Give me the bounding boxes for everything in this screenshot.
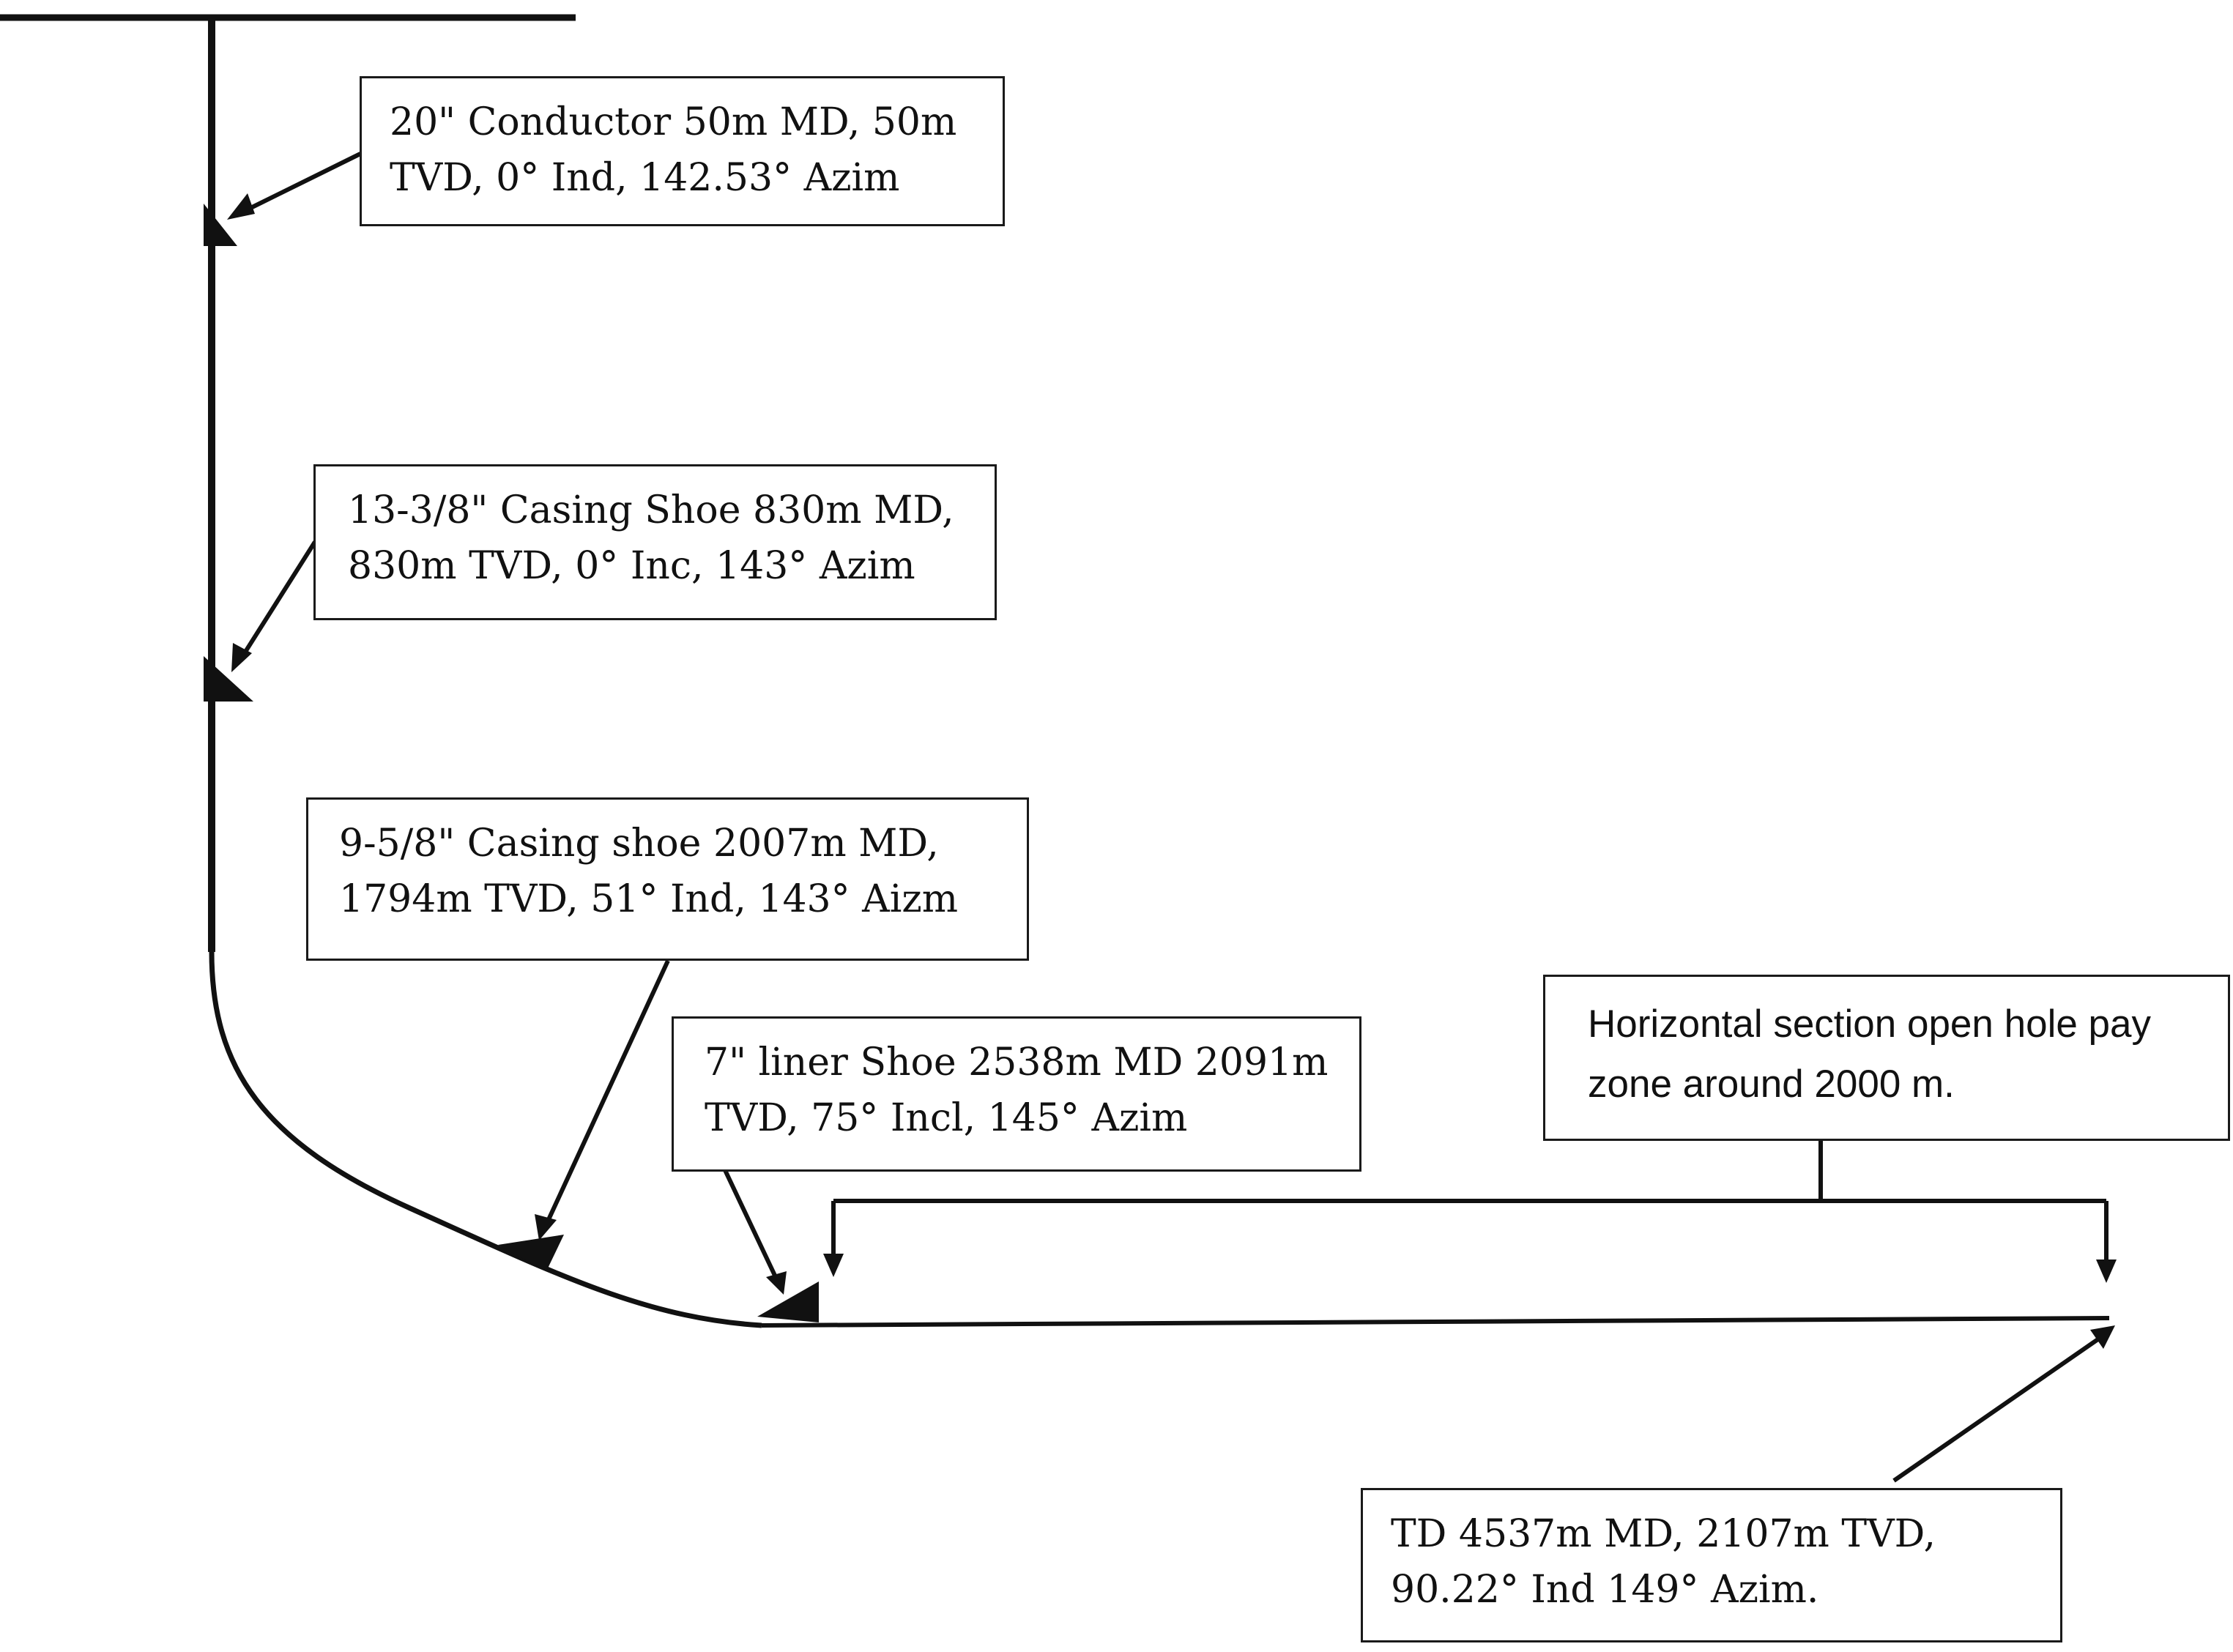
- liner-7-callout-line-2: TVD, 75° Incl, 145° Azim: [705, 1096, 1188, 1140]
- liner-7-callout: 7" liner Shoe 2538m MD 2091m TVD, 75° In…: [672, 1016, 1361, 1172]
- wellbore-horizontal-section: [761, 1316, 2110, 1328]
- liner-7-arrow-line: [723, 1169, 779, 1280]
- casing-13-3-8-callout-line-1: 13-3/8" Casing Shoe 830m MD,: [348, 488, 954, 532]
- casing-9-5-8-shoe-marker-icon: [498, 1235, 564, 1271]
- casing-13-3-8-arrow-line: [239, 540, 317, 659]
- conductor-arrow-line: [237, 152, 362, 216]
- conductor-shoe-marker-icon: [204, 204, 237, 246]
- horizontal-section-callout-line-2: zone around 2000 m.: [1588, 1063, 1955, 1106]
- conductor-callout: 20" Conductor 50m MD, 50m TVD, 0° Ind, 1…: [360, 76, 1005, 226]
- casing-9-5-8-callout-line-2: 1794m TVD, 51° Ind, 143° Aizm: [339, 877, 959, 921]
- conductor-callout-line-1: 20" Conductor 50m MD, 50m: [390, 100, 957, 144]
- horizontal-section-callout-line-1: Horizontal section open hole pay: [1588, 1002, 2151, 1046]
- casing-9-5-8-callout-line-1: 9-5/8" Casing shoe 2007m MD,: [339, 822, 939, 866]
- td-callout: TD 4537m MD, 2107m TVD, 90.22° Ind 149° …: [1361, 1488, 2062, 1642]
- casing-13-3-8-callout-line-2: 830m TVD, 0° Inc, 143° Azim: [348, 544, 915, 588]
- casing-9-5-8-arrow-line: [544, 959, 670, 1226]
- td-callout-line-1: TD 4537m MD, 2107m TVD,: [1391, 1512, 1936, 1556]
- bracket-right-arrowhead-icon: [2096, 1260, 2117, 1283]
- horizontal-section-callout: Horizontal section open hole pay zone ar…: [1543, 975, 2230, 1141]
- casing-13-3-8-arrowhead-icon: [231, 643, 252, 672]
- td-arrowhead-icon: [2090, 1325, 2115, 1349]
- casing-13-3-8-callout: 13-3/8" Casing Shoe 830m MD, 830m TVD, 0…: [313, 464, 997, 620]
- td-arrow-line: [1892, 1336, 2100, 1483]
- conductor-callout-line-2: TVD, 0° Ind, 142.53° Azim: [390, 156, 900, 200]
- casing-9-5-8-arrowhead-icon: [535, 1214, 557, 1240]
- liner-7-arrowhead-icon: [766, 1271, 787, 1295]
- liner-7-callout-line-1: 7" liner Shoe 2538m MD 2091m: [705, 1041, 1329, 1084]
- td-callout-line-2: 90.22° Ind 149° Azim.: [1391, 1568, 1819, 1612]
- liner-7-shoe-marker-icon: [757, 1281, 819, 1322]
- wellbore-build-curve: [209, 951, 762, 1328]
- casing-13-3-8-shoe-marker-icon: [204, 656, 253, 702]
- casing-9-5-8-callout: 9-5/8" Casing shoe 2007m MD, 1794m TVD, …: [306, 797, 1029, 961]
- conductor-arrowhead-icon: [227, 193, 255, 220]
- bracket-left-arrowhead-icon: [823, 1254, 844, 1277]
